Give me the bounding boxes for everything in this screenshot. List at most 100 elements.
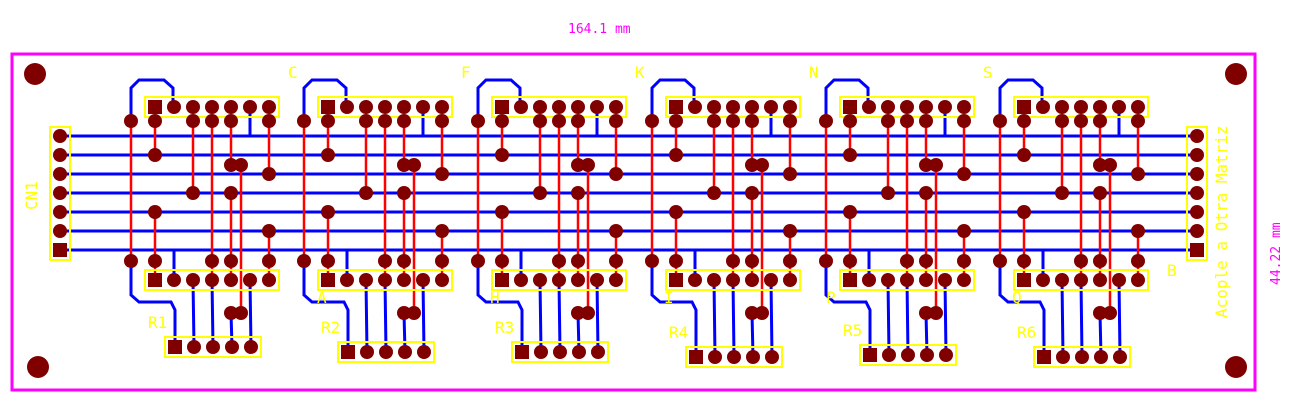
- pad: [881, 114, 895, 128]
- pad: [224, 100, 238, 114]
- jumper-trace: [302, 78, 348, 121]
- pad: [745, 273, 759, 287]
- net-label-top: N: [809, 63, 819, 82]
- pad: [843, 114, 857, 128]
- pad: [321, 148, 335, 162]
- pad: [244, 340, 258, 354]
- polyline: [364, 279, 369, 353]
- resistor-label: R3: [495, 318, 514, 337]
- pad: [407, 306, 421, 320]
- polyline: [1098, 312, 1103, 358]
- pad: [957, 224, 971, 238]
- pad: [929, 306, 943, 320]
- pad: [533, 100, 547, 114]
- pad: [1103, 306, 1117, 320]
- pad: [1190, 129, 1204, 143]
- pad: [1093, 254, 1107, 268]
- pad: [881, 100, 895, 114]
- pad: [669, 114, 683, 128]
- pad: [919, 158, 933, 172]
- pad: [957, 273, 971, 287]
- pad: [205, 114, 219, 128]
- pad: [919, 273, 933, 287]
- pad: [53, 205, 67, 219]
- pad: [783, 254, 797, 268]
- pad: [1112, 273, 1126, 287]
- pad: [669, 148, 683, 162]
- pad: [225, 340, 239, 354]
- pad: [1131, 273, 1145, 287]
- pad: [262, 100, 276, 114]
- pad: [397, 114, 411, 128]
- polyline: [1117, 279, 1122, 358]
- mounting-hole: [1225, 63, 1247, 85]
- jumper-trace: [476, 78, 522, 121]
- connector-right: [1186, 126, 1208, 261]
- pad: [379, 345, 393, 359]
- pad: [495, 148, 509, 162]
- pad: [901, 348, 915, 362]
- pad: [957, 114, 971, 128]
- pad: [609, 273, 623, 287]
- resistor-label: R5: [843, 321, 862, 340]
- pad: [167, 273, 181, 287]
- pad: [1055, 186, 1069, 200]
- pad: [495, 114, 509, 128]
- resistor-network: [164, 336, 262, 358]
- square-pad: [148, 100, 162, 114]
- pad: [1036, 273, 1050, 287]
- pad: [148, 114, 162, 128]
- net-label-top: K: [635, 63, 645, 82]
- width-dimension: 164.1 mm: [568, 22, 631, 37]
- header-bottom: [144, 269, 280, 291]
- jumper-trace: [129, 78, 175, 121]
- square-pad: [321, 273, 335, 287]
- pad: [1036, 100, 1050, 114]
- jumper-trace: [302, 261, 350, 352]
- pad: [398, 345, 412, 359]
- pad: [321, 114, 335, 128]
- pad: [993, 114, 1007, 128]
- pad: [1017, 254, 1031, 268]
- pad: [590, 273, 604, 287]
- net-label-top: S: [983, 63, 993, 82]
- pad: [1190, 148, 1204, 162]
- pad: [609, 114, 623, 128]
- pad: [262, 273, 276, 287]
- pad: [124, 254, 138, 268]
- polyline: [191, 279, 196, 348]
- connector-label-cn1: CN1: [22, 181, 41, 210]
- net-label-top: F: [461, 63, 471, 82]
- polyline: [886, 279, 891, 356]
- pad: [1017, 148, 1031, 162]
- pad: [186, 186, 200, 200]
- pad: [205, 273, 219, 287]
- pad: [572, 345, 586, 359]
- connector-cn1: [49, 126, 71, 261]
- jumper-trace: [650, 78, 696, 121]
- pad: [1190, 224, 1204, 238]
- jumper-trace: [650, 261, 698, 357]
- pad: [900, 100, 914, 114]
- pad: [340, 100, 354, 114]
- pad: [533, 273, 547, 287]
- square-pad: [495, 100, 509, 114]
- polyline: [248, 279, 253, 348]
- pad: [397, 306, 411, 320]
- pad: [262, 224, 276, 238]
- pad: [609, 167, 623, 181]
- pad: [957, 100, 971, 114]
- pad: [397, 186, 411, 200]
- pad: [187, 340, 201, 354]
- pad: [1094, 350, 1108, 364]
- pad: [360, 345, 374, 359]
- pad: [321, 205, 335, 219]
- pad: [688, 273, 702, 287]
- square-pad: [669, 273, 683, 287]
- pad: [1074, 254, 1088, 268]
- polyline: [421, 279, 426, 353]
- pad: [321, 254, 335, 268]
- pad: [1093, 158, 1107, 172]
- pad: [495, 254, 509, 268]
